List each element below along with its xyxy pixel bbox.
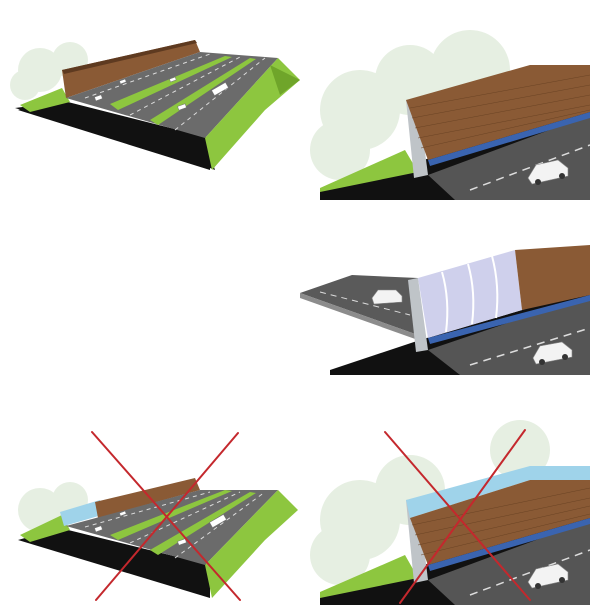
guardrail [428, 518, 590, 571]
car [532, 341, 573, 365]
background-trees [310, 420, 550, 585]
glass-dividers [441, 255, 499, 333]
closeup-barrier-illustration [310, 30, 590, 200]
cross-out-mark [91, 431, 241, 601]
noise-barrier [95, 478, 200, 518]
median-strip-2 [150, 492, 256, 555]
grass-left [20, 515, 70, 542]
glass-ramp-illustration [300, 245, 590, 375]
noise-barrier [410, 480, 590, 565]
cross-out-mark [384, 429, 531, 604]
median-strip-1 [110, 56, 232, 110]
cars [94, 76, 229, 111]
noise-barrier [515, 245, 590, 310]
grass-right [205, 490, 298, 598]
panel-closeup-crossed [300, 400, 590, 605]
barrier-post [408, 278, 428, 352]
median-strip-1 [110, 490, 232, 540]
blue-barrier [60, 500, 102, 526]
ramp-lane-marking [319, 291, 411, 316]
lane-marking [469, 327, 590, 366]
lane-markings [84, 491, 266, 559]
panel-glass-ramp [300, 200, 590, 380]
car [527, 563, 569, 589]
grass-right [205, 58, 300, 170]
lane-marking [469, 549, 590, 596]
car [527, 159, 569, 185]
noise-barrier [62, 40, 200, 98]
ground-base [18, 100, 210, 170]
grass-left [320, 150, 418, 192]
aerial-highway-illustration [10, 40, 300, 170]
guardrail [428, 295, 590, 344]
barrier-texture [409, 74, 590, 149]
blue-barrier [406, 466, 590, 518]
ground-base [18, 528, 210, 598]
grass-left [20, 88, 70, 112]
closeup-crossed-illustration [310, 420, 590, 605]
lane-markings [84, 53, 266, 131]
panel-aerial-barrier [0, 0, 300, 200]
cars [94, 510, 227, 546]
grass-right-shade [270, 65, 300, 95]
guardrail [428, 112, 590, 166]
aerial-crossed-illustration [18, 431, 298, 601]
lane-marking [469, 144, 590, 191]
ramp-road [300, 275, 418, 335]
ramp-edge [300, 293, 418, 340]
panel-aerial-crossed [0, 400, 300, 605]
median-strip-2 [150, 58, 256, 125]
ramp-car [371, 289, 403, 305]
panel-closeup-barrier [300, 0, 590, 200]
noise-barrier-top [62, 40, 197, 74]
grass-left [320, 555, 418, 598]
barrier-post [406, 98, 428, 178]
